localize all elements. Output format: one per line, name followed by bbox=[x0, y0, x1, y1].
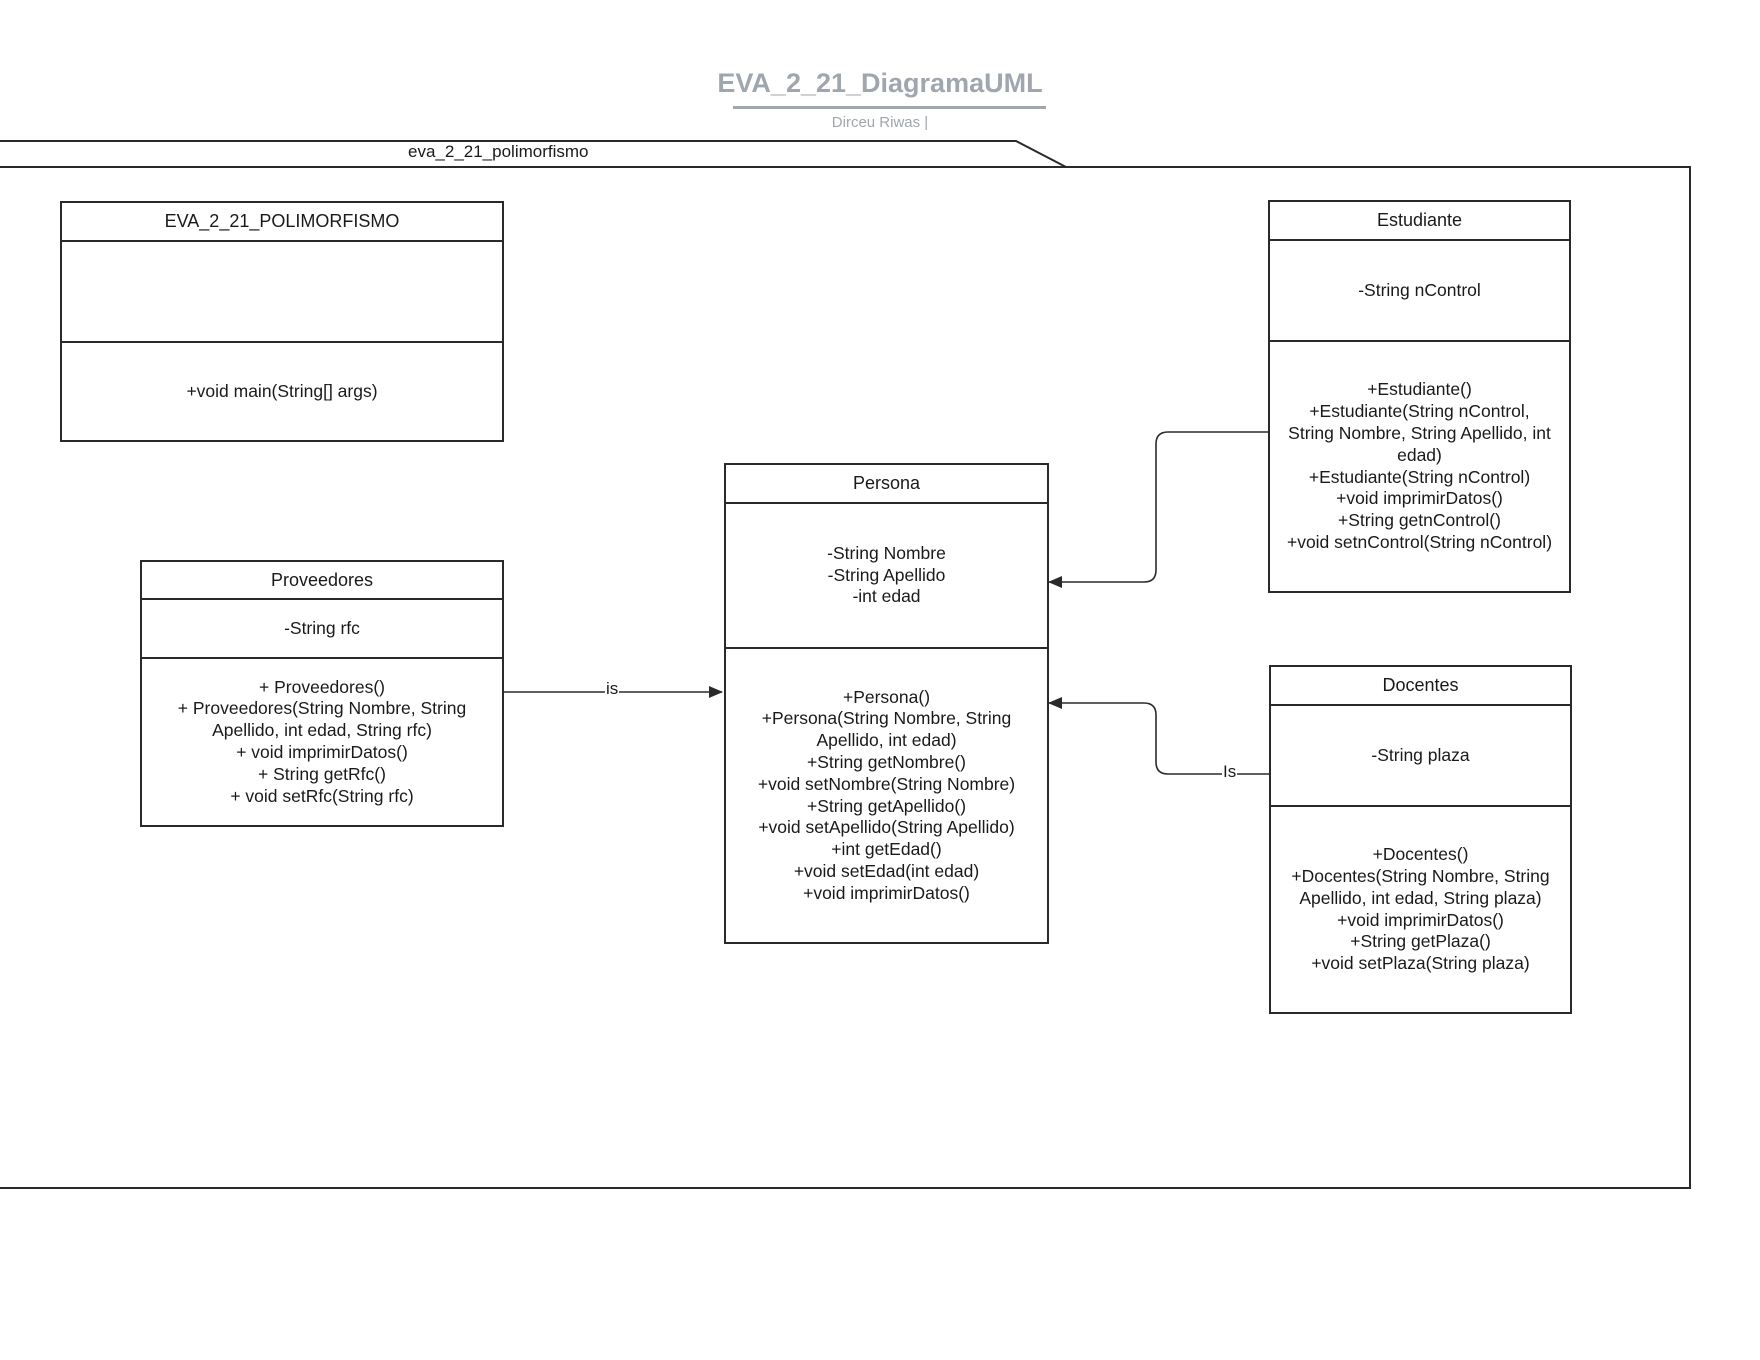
uml-member-line: -int edad bbox=[852, 586, 921, 607]
uml-member-line: +void imprimirDatos() bbox=[1336, 488, 1503, 509]
uml-member-line: +void imprimirDatos() bbox=[1337, 909, 1504, 930]
class-attributes: -String plaza bbox=[1271, 706, 1570, 807]
uml-member-line: + String getRfc() bbox=[258, 763, 386, 784]
diagram-title: EVA_2_21_DiagramaUML bbox=[717, 68, 1043, 98]
uml-member-line: -String Apellido bbox=[827, 564, 946, 585]
uml-member-line: Apellido, int edad) bbox=[816, 730, 957, 751]
class-box-proveedores[interactable]: Proveedores -String rfc + Proveedores()+… bbox=[140, 560, 504, 827]
class-methods: +Docentes()+Docentes(String Nombre, Stri… bbox=[1271, 807, 1570, 1012]
class-name: EVA_2_21_POLIMORFISMO bbox=[62, 203, 502, 242]
uml-member-line: +void setnControl(String nControl) bbox=[1286, 531, 1553, 552]
uml-member-line: +Persona() bbox=[842, 686, 931, 707]
uml-member-line: +void setPlaza(String plaza) bbox=[1311, 953, 1530, 974]
uml-member-line: +Docentes(String Nombre, String bbox=[1291, 865, 1550, 886]
uml-member-line: +void setApellido(String Apellido) bbox=[758, 817, 1015, 838]
uml-member-line: Apellido, int edad, String rfc) bbox=[212, 720, 432, 741]
uml-member-line: + void setRfc(String rfc) bbox=[230, 785, 414, 806]
uml-member-line: +Estudiante() bbox=[1367, 379, 1472, 400]
class-box-main[interactable]: EVA_2_21_POLIMORFISMO +void main(String[… bbox=[60, 201, 504, 442]
uml-member-line: +Estudiante(String nControl, bbox=[1309, 401, 1530, 422]
uml-member-line: -String rfc bbox=[284, 617, 360, 638]
class-box-docentes[interactable]: Docentes -String plaza +Docentes()+Docen… bbox=[1269, 665, 1572, 1014]
uml-member-line: +String getNombre() bbox=[806, 751, 967, 772]
uml-member-line: +String getApellido() bbox=[806, 795, 967, 816]
uml-member-line: +void main(String[] args) bbox=[186, 380, 378, 401]
uml-member-line: +void setEdad(int edad) bbox=[793, 860, 980, 881]
package-label: eva_2_21_polimorfismo bbox=[408, 142, 589, 161]
class-box-persona[interactable]: Persona -String Nombre-String Apellido-i… bbox=[724, 463, 1049, 944]
class-name: Proveedores bbox=[142, 562, 502, 600]
class-box-estudiante[interactable]: Estudiante -String nControl +Estudiante(… bbox=[1268, 200, 1571, 593]
uml-member-line: edad) bbox=[1397, 444, 1442, 465]
uml-member-line: +String getnControl() bbox=[1338, 510, 1501, 531]
uml-member-line: +Docentes() bbox=[1372, 844, 1469, 865]
connector-label-Is: Is bbox=[1222, 762, 1238, 782]
uml-member-line: -String plaza bbox=[1371, 744, 1470, 765]
class-attributes: -String nControl bbox=[1270, 241, 1569, 342]
package-frame bbox=[0, 140, 1691, 1189]
diagram-author: Dirceu Riwas | bbox=[831, 114, 929, 131]
class-attributes: -String rfc bbox=[142, 600, 502, 659]
uml-member-line: +void setNombre(String Nombre) bbox=[757, 773, 1016, 794]
uml-member-line: + Proveedores(String Nombre, String bbox=[177, 698, 467, 719]
class-methods: +void main(String[] args) bbox=[62, 343, 502, 440]
uml-member-line: +Persona(String Nombre, String bbox=[761, 708, 1012, 729]
uml-member-line: String Nombre, String Apellido, int bbox=[1288, 422, 1551, 443]
uml-member-line: + void imprimirDatos() bbox=[236, 742, 408, 762]
class-methods: +Estudiante()+Estudiante(String nControl… bbox=[1270, 342, 1569, 591]
class-name: Docentes bbox=[1271, 667, 1570, 706]
class-methods: +Persona()+Persona(String Nombre, String… bbox=[726, 649, 1047, 942]
connector-docentes-persona bbox=[1048, 697, 1269, 775]
uml-member-line: +Estudiante(String nControl) bbox=[1308, 466, 1531, 487]
class-name: Estudiante bbox=[1270, 202, 1569, 241]
uml-member-line: -String nControl bbox=[1358, 279, 1481, 300]
title-underline bbox=[733, 106, 1046, 109]
uml-member-line: +void imprimirDatos() bbox=[803, 882, 970, 903]
class-attributes bbox=[62, 242, 502, 343]
connector-estudiante-persona bbox=[1048, 431, 1268, 588]
uml-member-line: +int getEdad() bbox=[831, 839, 942, 860]
uml-member-line: -String Nombre bbox=[827, 542, 946, 563]
connector-label-is: is bbox=[605, 679, 620, 699]
uml-member-line: + Proveedores() bbox=[259, 676, 385, 697]
class-name: Persona bbox=[726, 465, 1047, 504]
class-attributes: -String Nombre-String Apellido-int edad bbox=[726, 504, 1047, 649]
class-methods: + Proveedores()+ Proveedores(String Nomb… bbox=[142, 659, 502, 825]
uml-member-line: +String getPlaza() bbox=[1350, 931, 1491, 952]
uml-member-line: Apellido, int edad, String plaza) bbox=[1299, 887, 1542, 908]
